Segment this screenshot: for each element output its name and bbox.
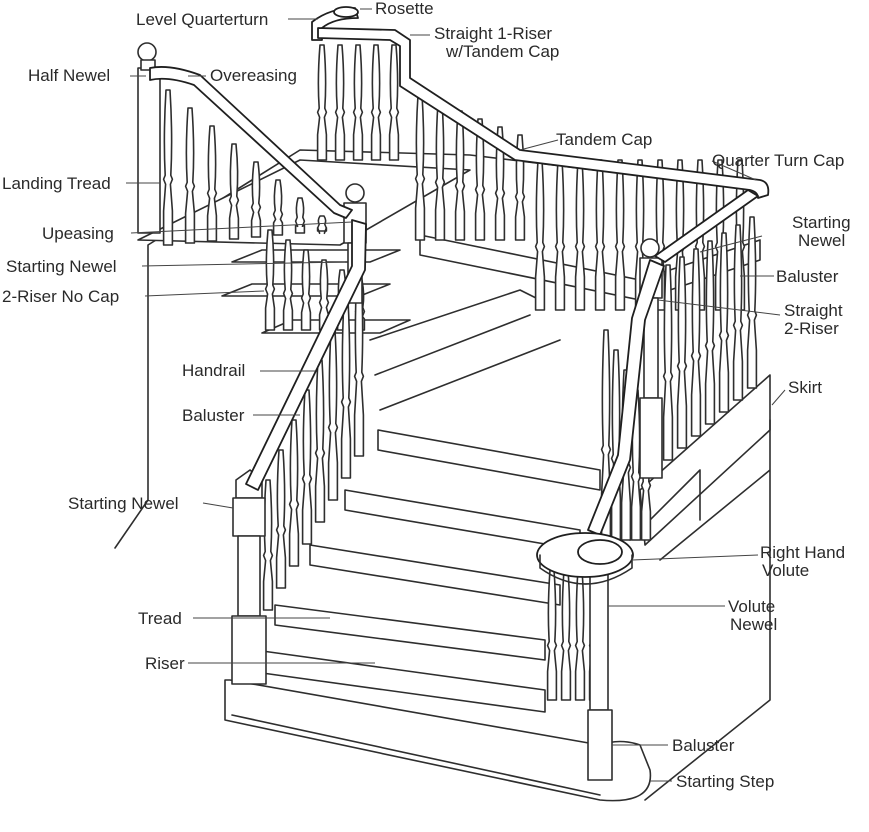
label-starting-newel-lower: Starting Newel: [68, 494, 179, 513]
label-upeasing: Upeasing: [42, 224, 114, 243]
baluster: [264, 229, 276, 331]
baluster: [314, 359, 326, 523]
label-starting-newel-right-line1: Starting: [792, 213, 851, 232]
baluster: [662, 264, 674, 461]
half-newel: [137, 42, 161, 234]
baluster: [718, 232, 730, 413]
baluster: [546, 569, 558, 701]
baluster: [275, 449, 287, 589]
label-straight-1-riser-line1: Straight 1-Riser: [434, 24, 552, 43]
handrail-upper-left: [149, 66, 353, 219]
handrail-right-upper: [654, 189, 759, 263]
baluster: [353, 269, 365, 457]
baluster: [474, 118, 486, 241]
baluster: [676, 256, 688, 449]
baluster: [162, 89, 174, 246]
baluster: [388, 44, 400, 161]
label-baluster-bottom: Baluster: [672, 736, 735, 755]
label-volute-newel-line1: Volute: [728, 597, 775, 616]
label-right-hand-volute-line2: Volute: [762, 561, 809, 580]
baluster: [184, 107, 196, 244]
starting-newel-lower: [231, 469, 267, 685]
label-straight-2-riser-line1: Straight: [784, 301, 843, 320]
baluster: [352, 44, 364, 161]
label-skirt: Skirt: [788, 378, 822, 397]
baluster: [746, 216, 758, 389]
baluster: [574, 159, 586, 311]
baluster: [690, 248, 702, 437]
baluster: [340, 299, 352, 479]
label-starting-newel-right-line2: Newel: [798, 231, 845, 250]
baluster: [300, 249, 312, 331]
baluster: [454, 110, 466, 241]
balusters: [162, 44, 758, 701]
label-overeasing: Overeasing: [210, 66, 297, 85]
handrails: [149, 6, 770, 585]
baluster: [594, 159, 606, 311]
baluster: [294, 197, 306, 234]
label-tandem-cap: Tandem Cap: [556, 130, 652, 149]
leader-lines: [126, 8, 786, 782]
baluster: [272, 179, 284, 236]
right-hand-volute: [536, 532, 634, 585]
baluster: [614, 159, 626, 311]
label-quarter-turn-cap: Quarter Turn Cap: [712, 151, 844, 170]
baluster: [282, 239, 294, 331]
label-2-riser-no-cap: 2-Riser No Cap: [2, 287, 119, 306]
handrail-upper-straight: [317, 27, 770, 199]
label-landing-tread: Landing Tread: [2, 174, 111, 193]
label-baluster-right: Baluster: [776, 267, 839, 286]
rosette-disk: [333, 6, 359, 18]
label-level-quarterturn: Level Quarterturn: [136, 10, 268, 29]
label-right-hand-volute-line1: Right Hand: [760, 543, 845, 562]
baluster: [732, 224, 744, 401]
baluster: [250, 161, 262, 238]
label-baluster-mid: Baluster: [182, 406, 245, 425]
baluster: [206, 125, 218, 242]
right-wall: [644, 419, 771, 801]
starting-step: [224, 679, 652, 802]
label-volute-newel-line2: Newel: [730, 615, 777, 634]
label-half-newel: Half Newel: [28, 66, 110, 85]
baluster: [560, 569, 572, 701]
label-rosette: Rosette: [375, 0, 434, 18]
label-straight-1-riser-line2: w/Tandem Cap: [445, 42, 559, 61]
handrail-main-left: [245, 219, 367, 491]
baluster: [327, 329, 339, 501]
baluster: [370, 44, 382, 161]
volute-newel: [587, 569, 613, 781]
baluster: [288, 419, 300, 567]
baluster: [316, 44, 328, 161]
baluster: [704, 240, 716, 425]
label-starting-step: Starting Step: [676, 772, 774, 791]
part-labels: Level Quarterturn Rosette Straight 1-Ris…: [2, 0, 851, 791]
baluster: [228, 143, 240, 240]
baluster: [534, 159, 546, 311]
label-handrail: Handrail: [182, 361, 245, 380]
baluster: [301, 389, 313, 545]
baluster: [334, 44, 346, 161]
baluster: [574, 569, 586, 701]
baluster: [434, 102, 446, 241]
label-tread: Tread: [138, 609, 182, 628]
label-starting-newel-left: Starting Newel: [6, 257, 117, 276]
baluster: [554, 159, 566, 311]
baluster: [316, 215, 328, 235]
label-straight-2-riser-line2: 2-Riser: [784, 319, 839, 338]
baluster: [414, 94, 426, 241]
label-riser: Riser: [145, 654, 185, 673]
